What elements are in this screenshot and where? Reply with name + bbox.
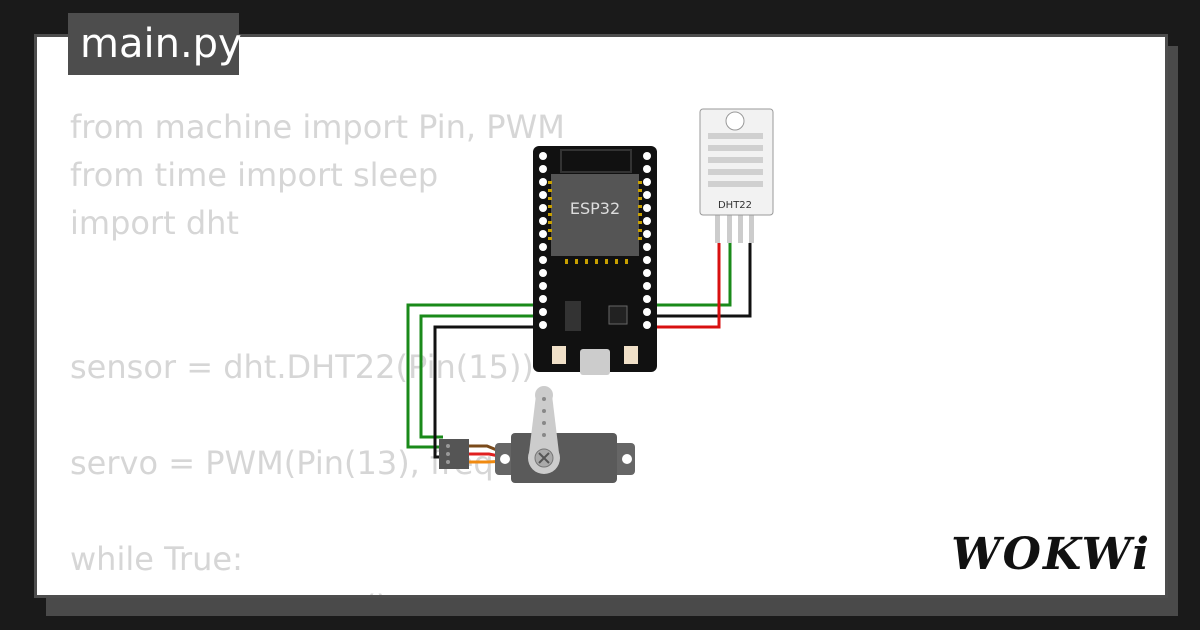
wire-black-dht [651, 243, 752, 318]
servo-motor[interactable] [439, 386, 635, 483]
wire-green-servo [419, 314, 543, 439]
code-line: import dht [70, 204, 239, 242]
esp32-board[interactable]: ESP32 [533, 146, 657, 375]
code-line: from time import sleep [70, 156, 439, 194]
wokwi-logo: WOKWi [951, 529, 1151, 580]
dht22-sensor[interactable]: DHT22 [699, 108, 774, 243]
usb-port [580, 349, 610, 375]
wire-green-left [406, 303, 543, 449]
led-left [552, 346, 566, 364]
code-line: sensor = dht.DHT22(Pin(15)) [70, 348, 534, 386]
code-line: sensor.measure() [70, 588, 389, 595]
preview-card: from machine import Pin, PWM from time i… [34, 34, 1168, 598]
wire-green-dht [651, 243, 732, 307]
code-line: while True: [70, 540, 243, 578]
file-tab[interactable]: main.py [68, 13, 242, 75]
led-right [624, 346, 638, 364]
board-label: ESP32 [570, 199, 620, 218]
code-listing: from machine import Pin, PWM from time i… [70, 103, 574, 595]
wire-red-dht [651, 243, 721, 329]
circuit-diagram: ESP32 [406, 108, 774, 483]
code-line: from machine import Pin, PWM [70, 108, 565, 146]
sensor-label: DHT22 [718, 200, 752, 211]
